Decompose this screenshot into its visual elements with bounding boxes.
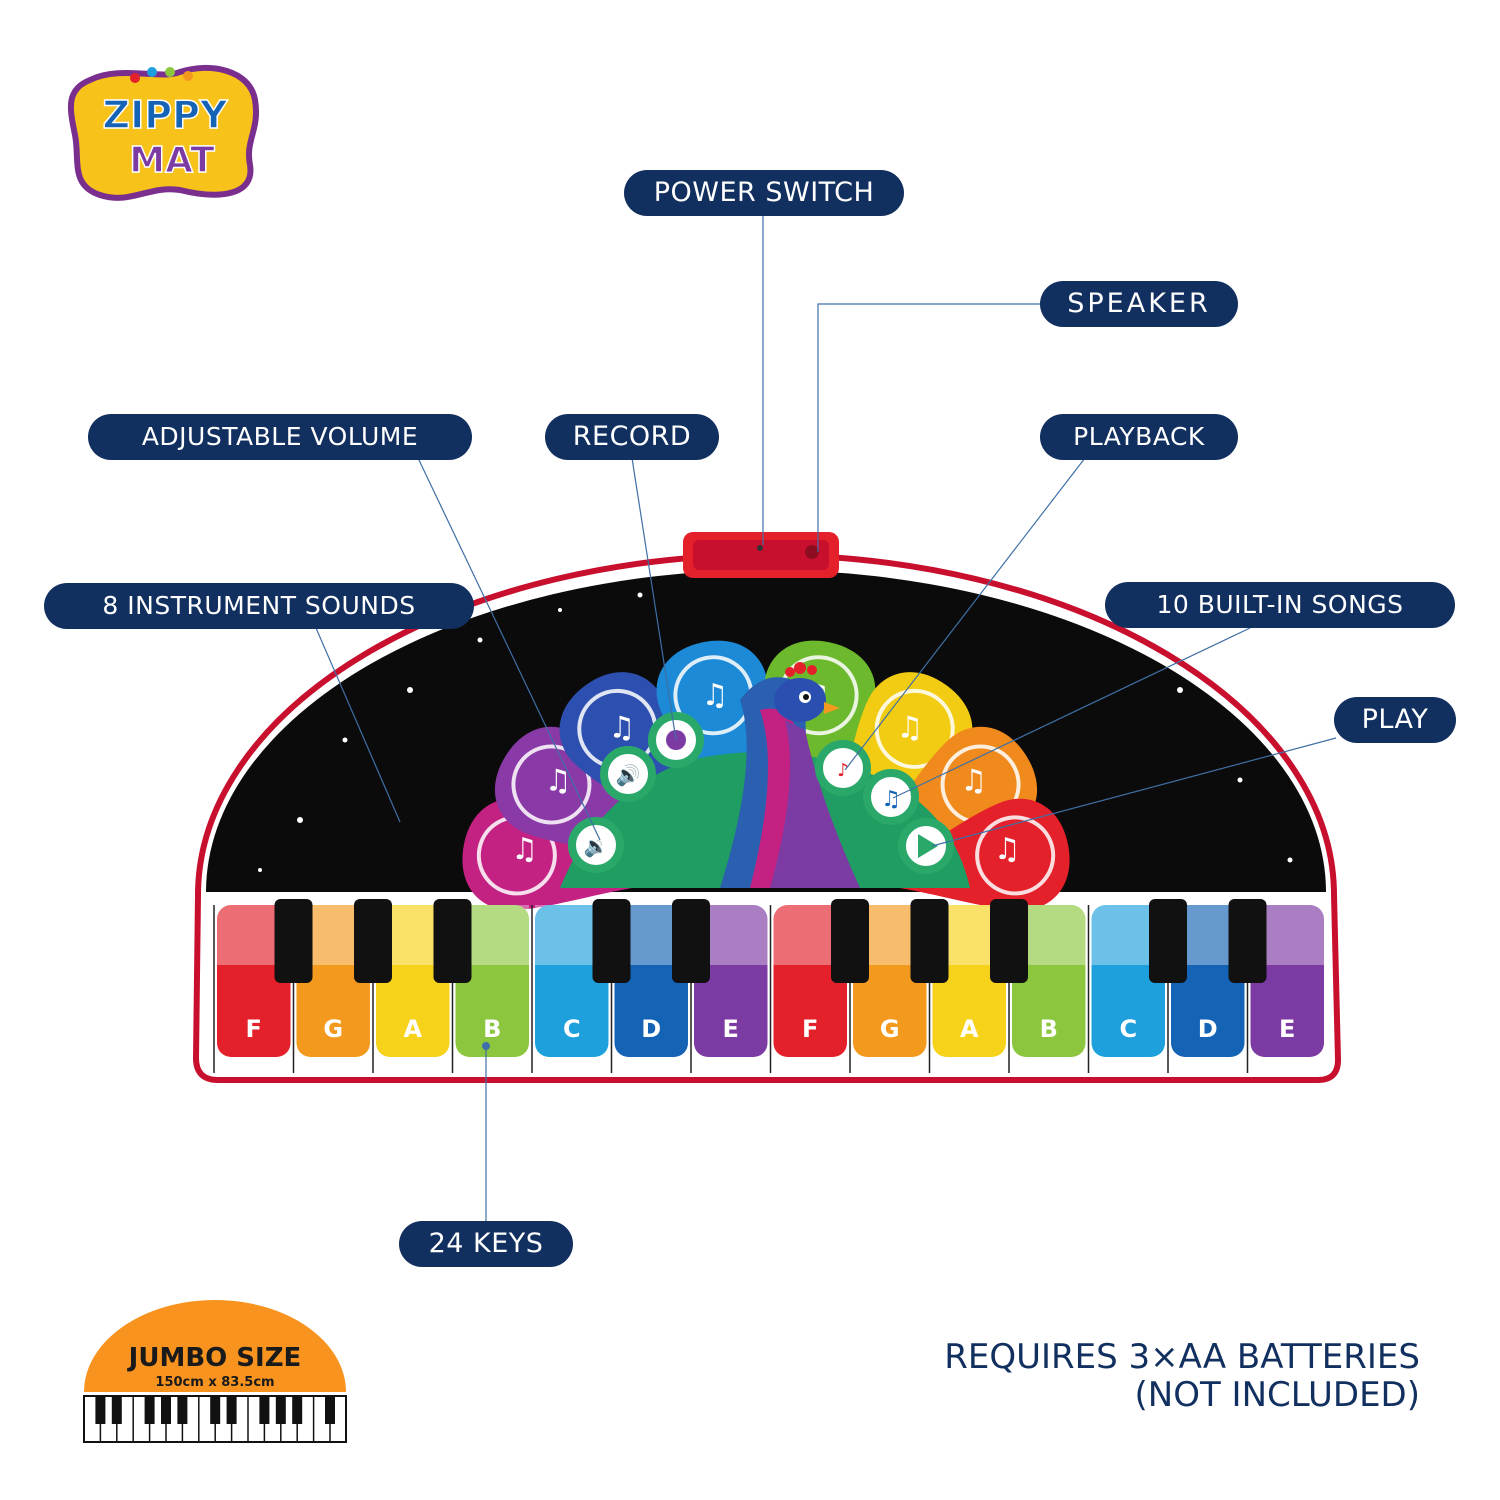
callout-power-switch: POWER SWITCH bbox=[624, 170, 904, 216]
playback-icon[interactable]: ♪ bbox=[837, 760, 849, 781]
callout-speaker: SPEAKER bbox=[1040, 281, 1238, 327]
callout-record: RECORD bbox=[545, 414, 719, 460]
key-label: E bbox=[723, 1015, 739, 1043]
battery-line2: (NOT INCLUDED) bbox=[1134, 1375, 1420, 1415]
callout-built-in-songs: 10 BUILT-IN SONGS bbox=[1105, 582, 1455, 628]
key-label: F bbox=[802, 1015, 818, 1043]
volume-up-icon[interactable]: 🔊 bbox=[616, 763, 641, 787]
key-label: B bbox=[1040, 1015, 1058, 1043]
piano-key[interactable]: F bbox=[769, 905, 848, 1073]
guitar-icon: ♫ bbox=[994, 832, 1021, 867]
songs-icon[interactable]: ♫ bbox=[881, 787, 901, 812]
zippy-mat-logo: ZIPPY MAT bbox=[67, 64, 259, 201]
key-label: D bbox=[1198, 1015, 1218, 1043]
play-icon[interactable] bbox=[918, 834, 938, 858]
callout-playback: PLAYBACK bbox=[1040, 414, 1238, 460]
black-key[interactable] bbox=[990, 899, 1028, 983]
black-key[interactable] bbox=[1149, 899, 1187, 983]
jumbo-title: JUMBO SIZE bbox=[127, 1343, 302, 1373]
battery-line1: REQUIRES 3×AA BATTERIES bbox=[944, 1337, 1420, 1377]
key-label: A bbox=[960, 1015, 979, 1043]
key-label: G bbox=[323, 1015, 343, 1043]
black-key[interactable] bbox=[1228, 899, 1267, 983]
volume-down-icon[interactable]: 🔉 bbox=[584, 834, 609, 858]
speaker-icon bbox=[805, 545, 819, 559]
flute-icon: ♫ bbox=[702, 678, 729, 713]
key-label: B bbox=[483, 1015, 501, 1043]
callout-24-keys: 24 KEYS bbox=[399, 1221, 573, 1267]
battery-note: REQUIRES 3×AA BATTERIES (NOT INCLUDED) bbox=[944, 1338, 1420, 1414]
jumbo-dimensions: 150cm x 83.5cm bbox=[155, 1375, 274, 1390]
key-label: A bbox=[403, 1015, 422, 1043]
violin-icon: ♫ bbox=[609, 710, 636, 745]
jumbo-size-badge: JUMBO SIZE 150cm x 83.5cm bbox=[83, 1300, 347, 1443]
black-key[interactable] bbox=[910, 899, 949, 983]
key-label: E bbox=[1279, 1015, 1295, 1043]
saxophone-icon: ♫ bbox=[545, 764, 572, 799]
black-key[interactable] bbox=[354, 899, 392, 983]
black-key[interactable] bbox=[831, 899, 869, 983]
speaker-box bbox=[683, 532, 839, 578]
black-key[interactable] bbox=[592, 899, 631, 983]
black-key[interactable] bbox=[433, 899, 472, 983]
piano-key[interactable]: F bbox=[213, 905, 291, 1073]
callout-adjustable-volume: ADJUSTABLE VOLUME bbox=[88, 414, 472, 460]
power-switch-icon[interactable] bbox=[757, 545, 763, 551]
key-label: C bbox=[563, 1015, 581, 1043]
piano-key[interactable]: C bbox=[1087, 905, 1166, 1073]
key-label: F bbox=[246, 1015, 262, 1043]
banjo-icon: ♫ bbox=[897, 710, 924, 745]
key-label: G bbox=[880, 1015, 900, 1043]
leader-lines bbox=[315, 215, 1337, 1222]
black-key[interactable] bbox=[274, 899, 313, 983]
logo-line1: ZIPPY bbox=[103, 93, 228, 137]
xylophone-icon: ♫ bbox=[960, 764, 987, 799]
keyboard-icon: ♫ bbox=[511, 832, 538, 867]
callout-play: PLAY bbox=[1334, 697, 1456, 743]
black-key[interactable] bbox=[672, 899, 710, 983]
key-label: D bbox=[641, 1015, 661, 1043]
callout-instrument-sounds: 8 INSTRUMENT SOUNDS bbox=[44, 583, 474, 629]
mini-keyboard-icon bbox=[83, 1395, 347, 1443]
logo-line2: MAT bbox=[129, 140, 215, 181]
key-label: C bbox=[1119, 1015, 1137, 1043]
